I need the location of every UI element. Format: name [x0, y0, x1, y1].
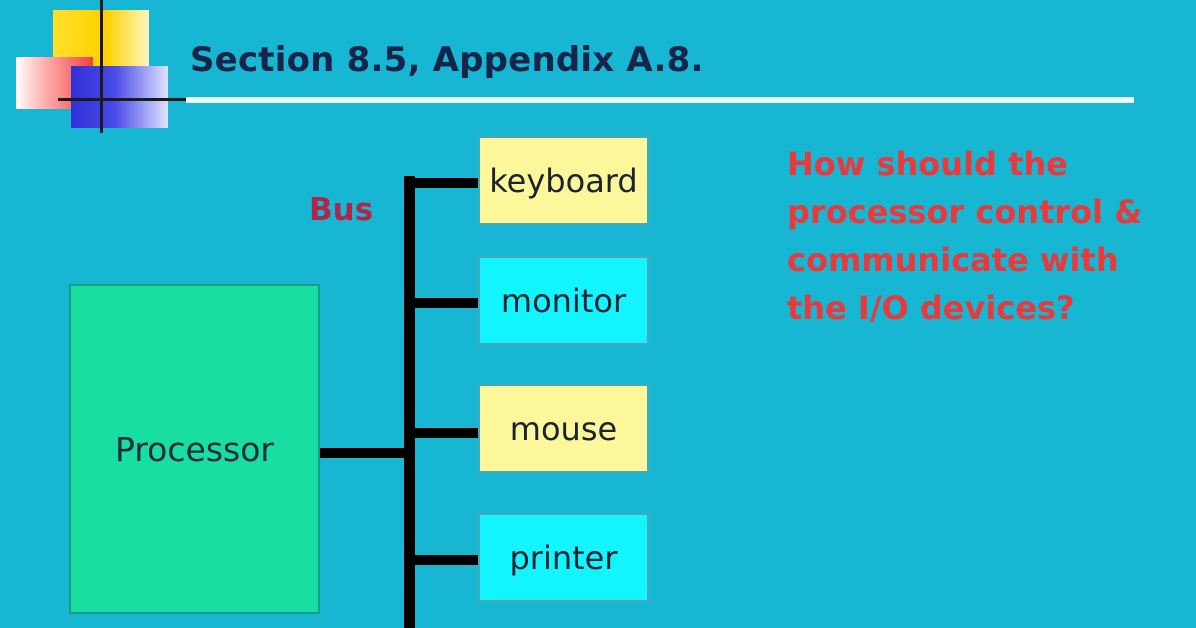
bus-connector-processor: [320, 448, 410, 458]
question-text: How should the processor control & commu…: [787, 140, 1192, 332]
device-box-mouse: mouse: [478, 384, 649, 473]
logo-horizontal-line: [58, 98, 186, 101]
device-box-keyboard: keyboard: [478, 136, 649, 225]
bus-connector-monitor: [410, 298, 480, 308]
logo-vertical-line: [100, 0, 103, 133]
bus-connector-printer: [410, 555, 480, 565]
processor-box: Processor: [69, 284, 320, 614]
question-line: the I/O devices?: [787, 289, 1075, 327]
device-label: keyboard: [489, 161, 638, 200]
bus-line: [404, 176, 415, 628]
logo-blue-square: [71, 66, 168, 128]
question-line: processor control &: [787, 193, 1143, 231]
slide-heading: Section 8.5, Appendix A.8.: [190, 40, 704, 80]
heading-rule: [186, 97, 1134, 103]
device-box-printer: printer: [478, 513, 649, 602]
question-line: How should the: [787, 145, 1068, 183]
device-label: printer: [509, 538, 618, 577]
device-label: mouse: [509, 409, 618, 448]
device-label: monitor: [500, 281, 627, 320]
device-box-monitor: monitor: [478, 256, 649, 345]
question-line: communicate with: [787, 241, 1119, 279]
bus-connector-keyboard: [410, 178, 480, 188]
bus-label: Bus: [309, 192, 374, 228]
bus-connector-mouse: [410, 428, 480, 438]
processor-label: Processor: [115, 429, 274, 469]
